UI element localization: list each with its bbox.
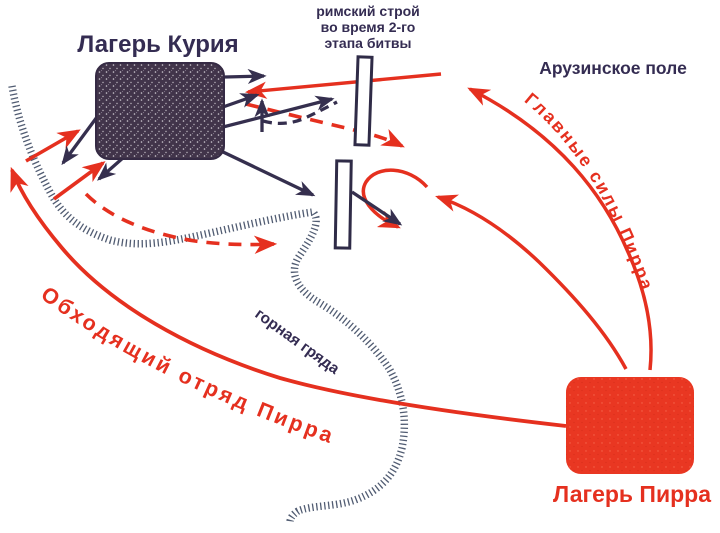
roman-arrow-southeast <box>220 149 316 197</box>
roman-arrow-northeast-short <box>222 93 260 109</box>
mountain-ridge-hatching <box>8 85 409 523</box>
flanking-detachment-label: Обходящий отряд Пирра <box>37 282 339 449</box>
pyrrhus-camp <box>566 377 694 474</box>
roman-dashed-arc <box>262 100 338 126</box>
red-assault-arrow-2 <box>52 161 106 201</box>
field-label: Арузинское поле <box>539 58 687 78</box>
roman-arrow-northeast-long <box>222 95 335 129</box>
pyrrhus-camp-label: Лагерь Пирра <box>553 481 711 507</box>
roman-arrows <box>61 68 403 226</box>
flanking-route-arrow <box>10 166 567 428</box>
roman-formation-bar-1 <box>353 55 374 147</box>
roman-formation-bar-2 <box>333 159 353 250</box>
roman-formation-label: римский строй во время 2-го этапа битвы <box>316 3 420 51</box>
main-forces-route-outer <box>467 87 653 371</box>
roman-arrow-from-bar2 <box>351 190 403 226</box>
roman-formation-label-line2: во время 2-го <box>321 19 416 35</box>
roman-camp <box>95 62 225 160</box>
roman-arrow-east <box>224 68 267 85</box>
ridge-label: горная гряда <box>252 305 343 378</box>
flanking-detachment-label-text: Обходящий отряд Пирра <box>37 282 336 449</box>
roman-formation-label-line3: этапа битвы <box>325 35 412 51</box>
roman-camp-label: Лагерь Курия <box>77 31 238 58</box>
red-dashed-arrow-lower <box>84 192 278 254</box>
roman-formation-label-line1: римский строй <box>316 3 420 19</box>
roman-arrow-southwest-1 <box>61 116 99 166</box>
red-assault-arrow-1 <box>25 129 81 163</box>
main-forces-route-inner <box>435 194 628 370</box>
red-attack-line <box>244 72 442 99</box>
red-uturn-arrow <box>361 168 429 229</box>
roman-arrow-southwest-2 <box>97 155 126 181</box>
